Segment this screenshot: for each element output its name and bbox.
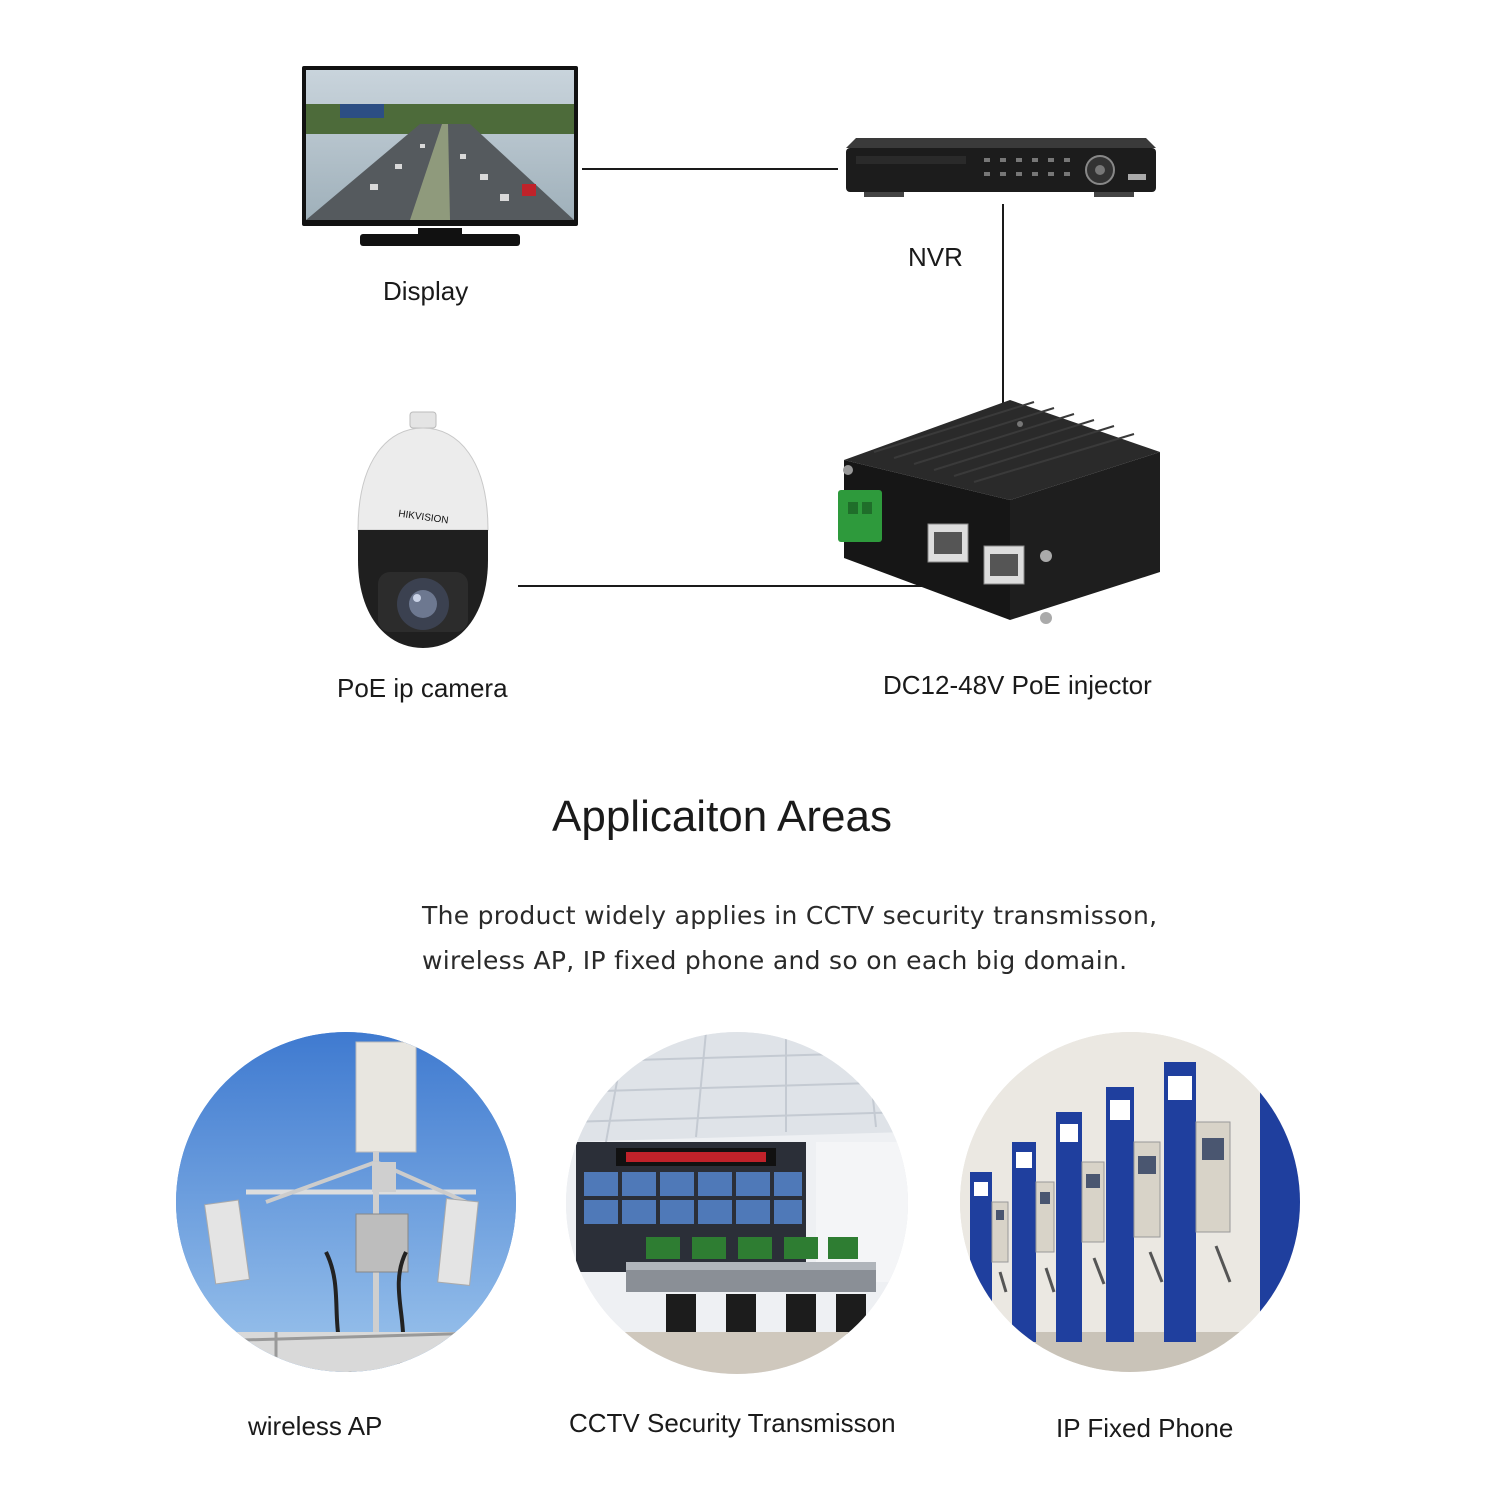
monitor-illustration: [302, 66, 578, 246]
cctv-control-room-image: [566, 1032, 908, 1374]
antenna-tower-illustration: [176, 1032, 516, 1372]
display-label: Display: [383, 276, 469, 306]
nvr-illustration: [846, 138, 1156, 197]
dome-camera-illustration: HIKVISION: [357, 411, 489, 648]
area-label-ip-phone: IP Fixed Phone: [1056, 1413, 1234, 1443]
section-title: Applicaiton Areas: [552, 792, 892, 841]
connection-display-nvr: [582, 168, 838, 170]
connection-nvr-injector: [1002, 204, 1004, 404]
wireless-ap-image: [176, 1032, 516, 1372]
poe-injector-device: [834, 392, 1166, 628]
display-device: [300, 64, 580, 250]
nvr-label: NVR: [908, 242, 963, 272]
injector-label: DC12-48V PoE injector: [883, 670, 1152, 700]
poe-camera-device: HIKVISION: [348, 410, 498, 652]
nvr-device: [844, 128, 1158, 200]
connection-camera-injector: [518, 585, 982, 587]
phone-booths-illustration: [960, 1032, 1300, 1372]
ip-phone-booths-image: [960, 1032, 1300, 1372]
camera-label: PoE ip camera: [337, 673, 508, 703]
area-label-cctv: CCTV Security Transmisson: [569, 1408, 896, 1438]
control-room-illustration: [566, 1032, 908, 1374]
section-description-line2: wireless AP, IP fixed phone and so on ea…: [422, 946, 1128, 975]
injector-illustration: [838, 400, 1160, 624]
section-description-line1: The product widely applies in CCTV secur…: [422, 901, 1158, 930]
area-label-wireless-ap: wireless AP: [248, 1411, 383, 1441]
